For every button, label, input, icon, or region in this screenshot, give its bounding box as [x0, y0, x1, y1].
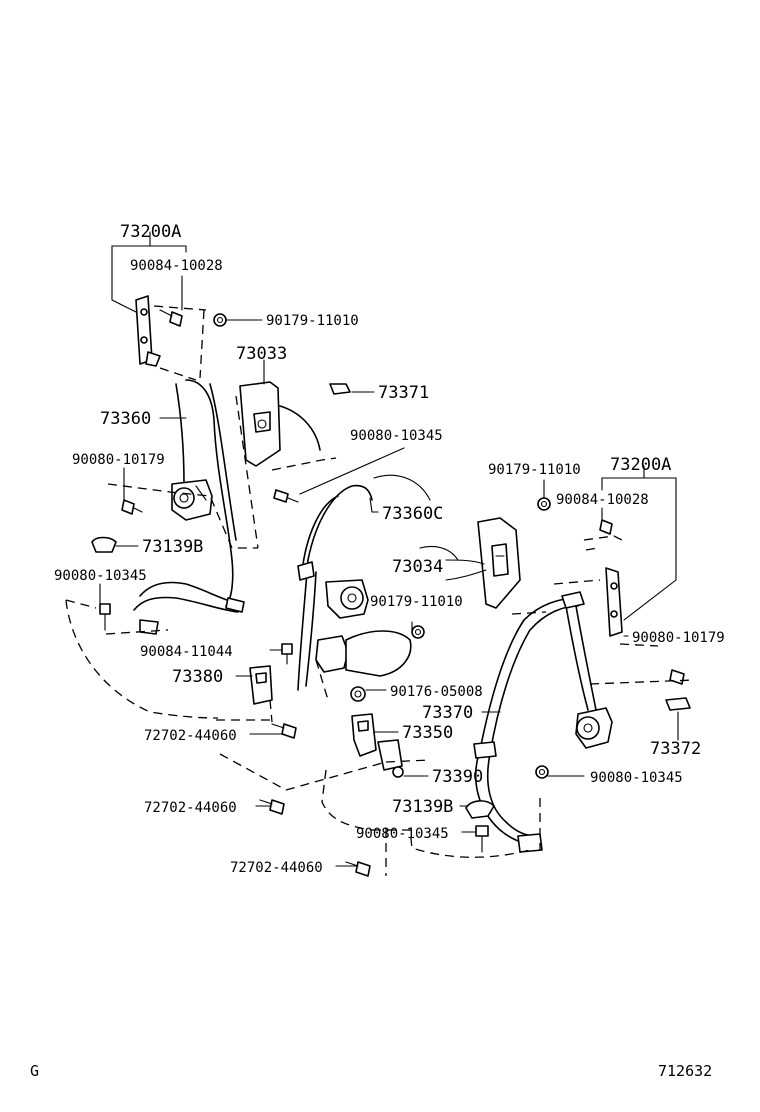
right-seat-belt-assembly	[465, 497, 691, 853]
footer: G 712632	[30, 1062, 712, 1080]
callout-72702-44060-a: 72702-44060	[144, 728, 237, 744]
callout-90084-11044: 90084-11044	[140, 644, 233, 660]
callout-73360: 73360	[100, 409, 151, 429]
center-seat-belt-assembly	[249, 484, 521, 877]
callout-73200a-right: 73200A	[610, 455, 671, 475]
callout-73370: 73370	[422, 703, 473, 723]
callout-90080-10179-right: 90080-10179	[632, 630, 725, 646]
callout-72702-44060-c: 72702-44060	[230, 860, 323, 876]
callout-73200a-left: 73200A	[120, 222, 181, 242]
callout-72702-44060-b: 72702-44060	[144, 800, 237, 816]
footer-left-code: G	[30, 1062, 39, 1080]
left-front-seat-belt-assembly	[91, 295, 351, 635]
callout-73139b-left: 73139B	[142, 537, 203, 557]
callout-90179-11010-right: 90179-11010	[488, 462, 581, 478]
callout-90179-11010-top: 90179-11010	[266, 313, 359, 329]
callout-73360c: 73360C	[382, 504, 443, 524]
callout-90080-10345-left: 90080-10345	[54, 568, 147, 584]
leader-lines	[99, 231, 679, 867]
callout-73390: 73390	[432, 767, 483, 787]
callout-90080-10345-right: 90080-10345	[590, 770, 683, 786]
callout-73372: 73372	[650, 739, 701, 759]
part-callouts: 73200A 90084-10028 90179-11010 73033 733…	[54, 222, 725, 876]
callout-90080-10179-left: 90080-10179	[72, 452, 165, 468]
callout-90176-05008: 90176-05008	[390, 684, 483, 700]
callout-90084-10028-left: 90084-10028	[130, 258, 223, 274]
callout-90179-11010-mid: 90179-11010	[370, 594, 463, 610]
callout-90084-10028-right: 90084-10028	[556, 492, 649, 508]
callout-73034: 73034	[392, 557, 443, 577]
callout-73371: 73371	[378, 383, 429, 403]
callout-90080-10345-bottom: 90080-10345	[356, 826, 449, 842]
callout-73350: 73350	[402, 723, 453, 743]
callout-73380: 73380	[172, 667, 223, 687]
callout-73033: 73033	[236, 344, 287, 364]
figure-number: 712632	[658, 1062, 712, 1080]
callout-90080-10345-top: 90080-10345	[350, 428, 443, 444]
reference-dashed-lines	[65, 305, 695, 876]
callout-73139b-bottom: 73139B	[392, 797, 453, 817]
